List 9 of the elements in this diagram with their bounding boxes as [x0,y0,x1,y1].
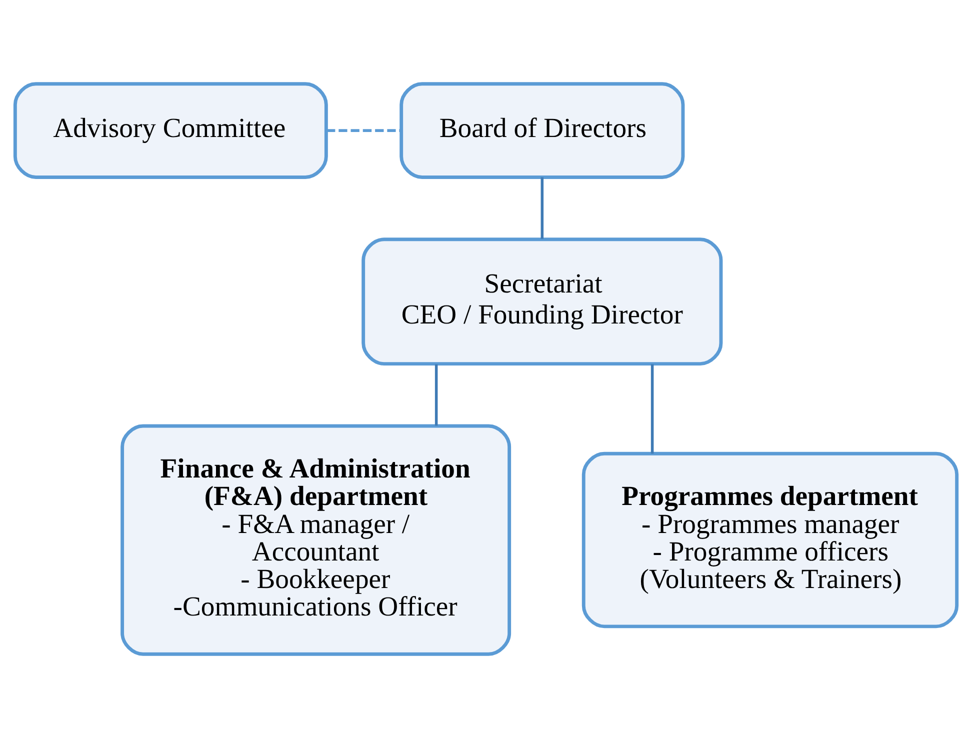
connector [540,177,544,239]
node-box: Finance & Administration (F&A) department - F&A manager / Accountant - Bookkeeper -Communications Officer [120,424,512,656]
connector [326,129,401,132]
connector [650,364,654,454]
node-box: Advisory Committee [13,82,328,179]
node-box: Secretariat CEO / Founding Director [362,238,723,366]
node-box: Board of Directors [400,82,685,179]
connector [434,364,438,426]
node-box: Programmes department - Programmes manager - Programme officers (Volunteers & Trainers) [582,452,959,628]
